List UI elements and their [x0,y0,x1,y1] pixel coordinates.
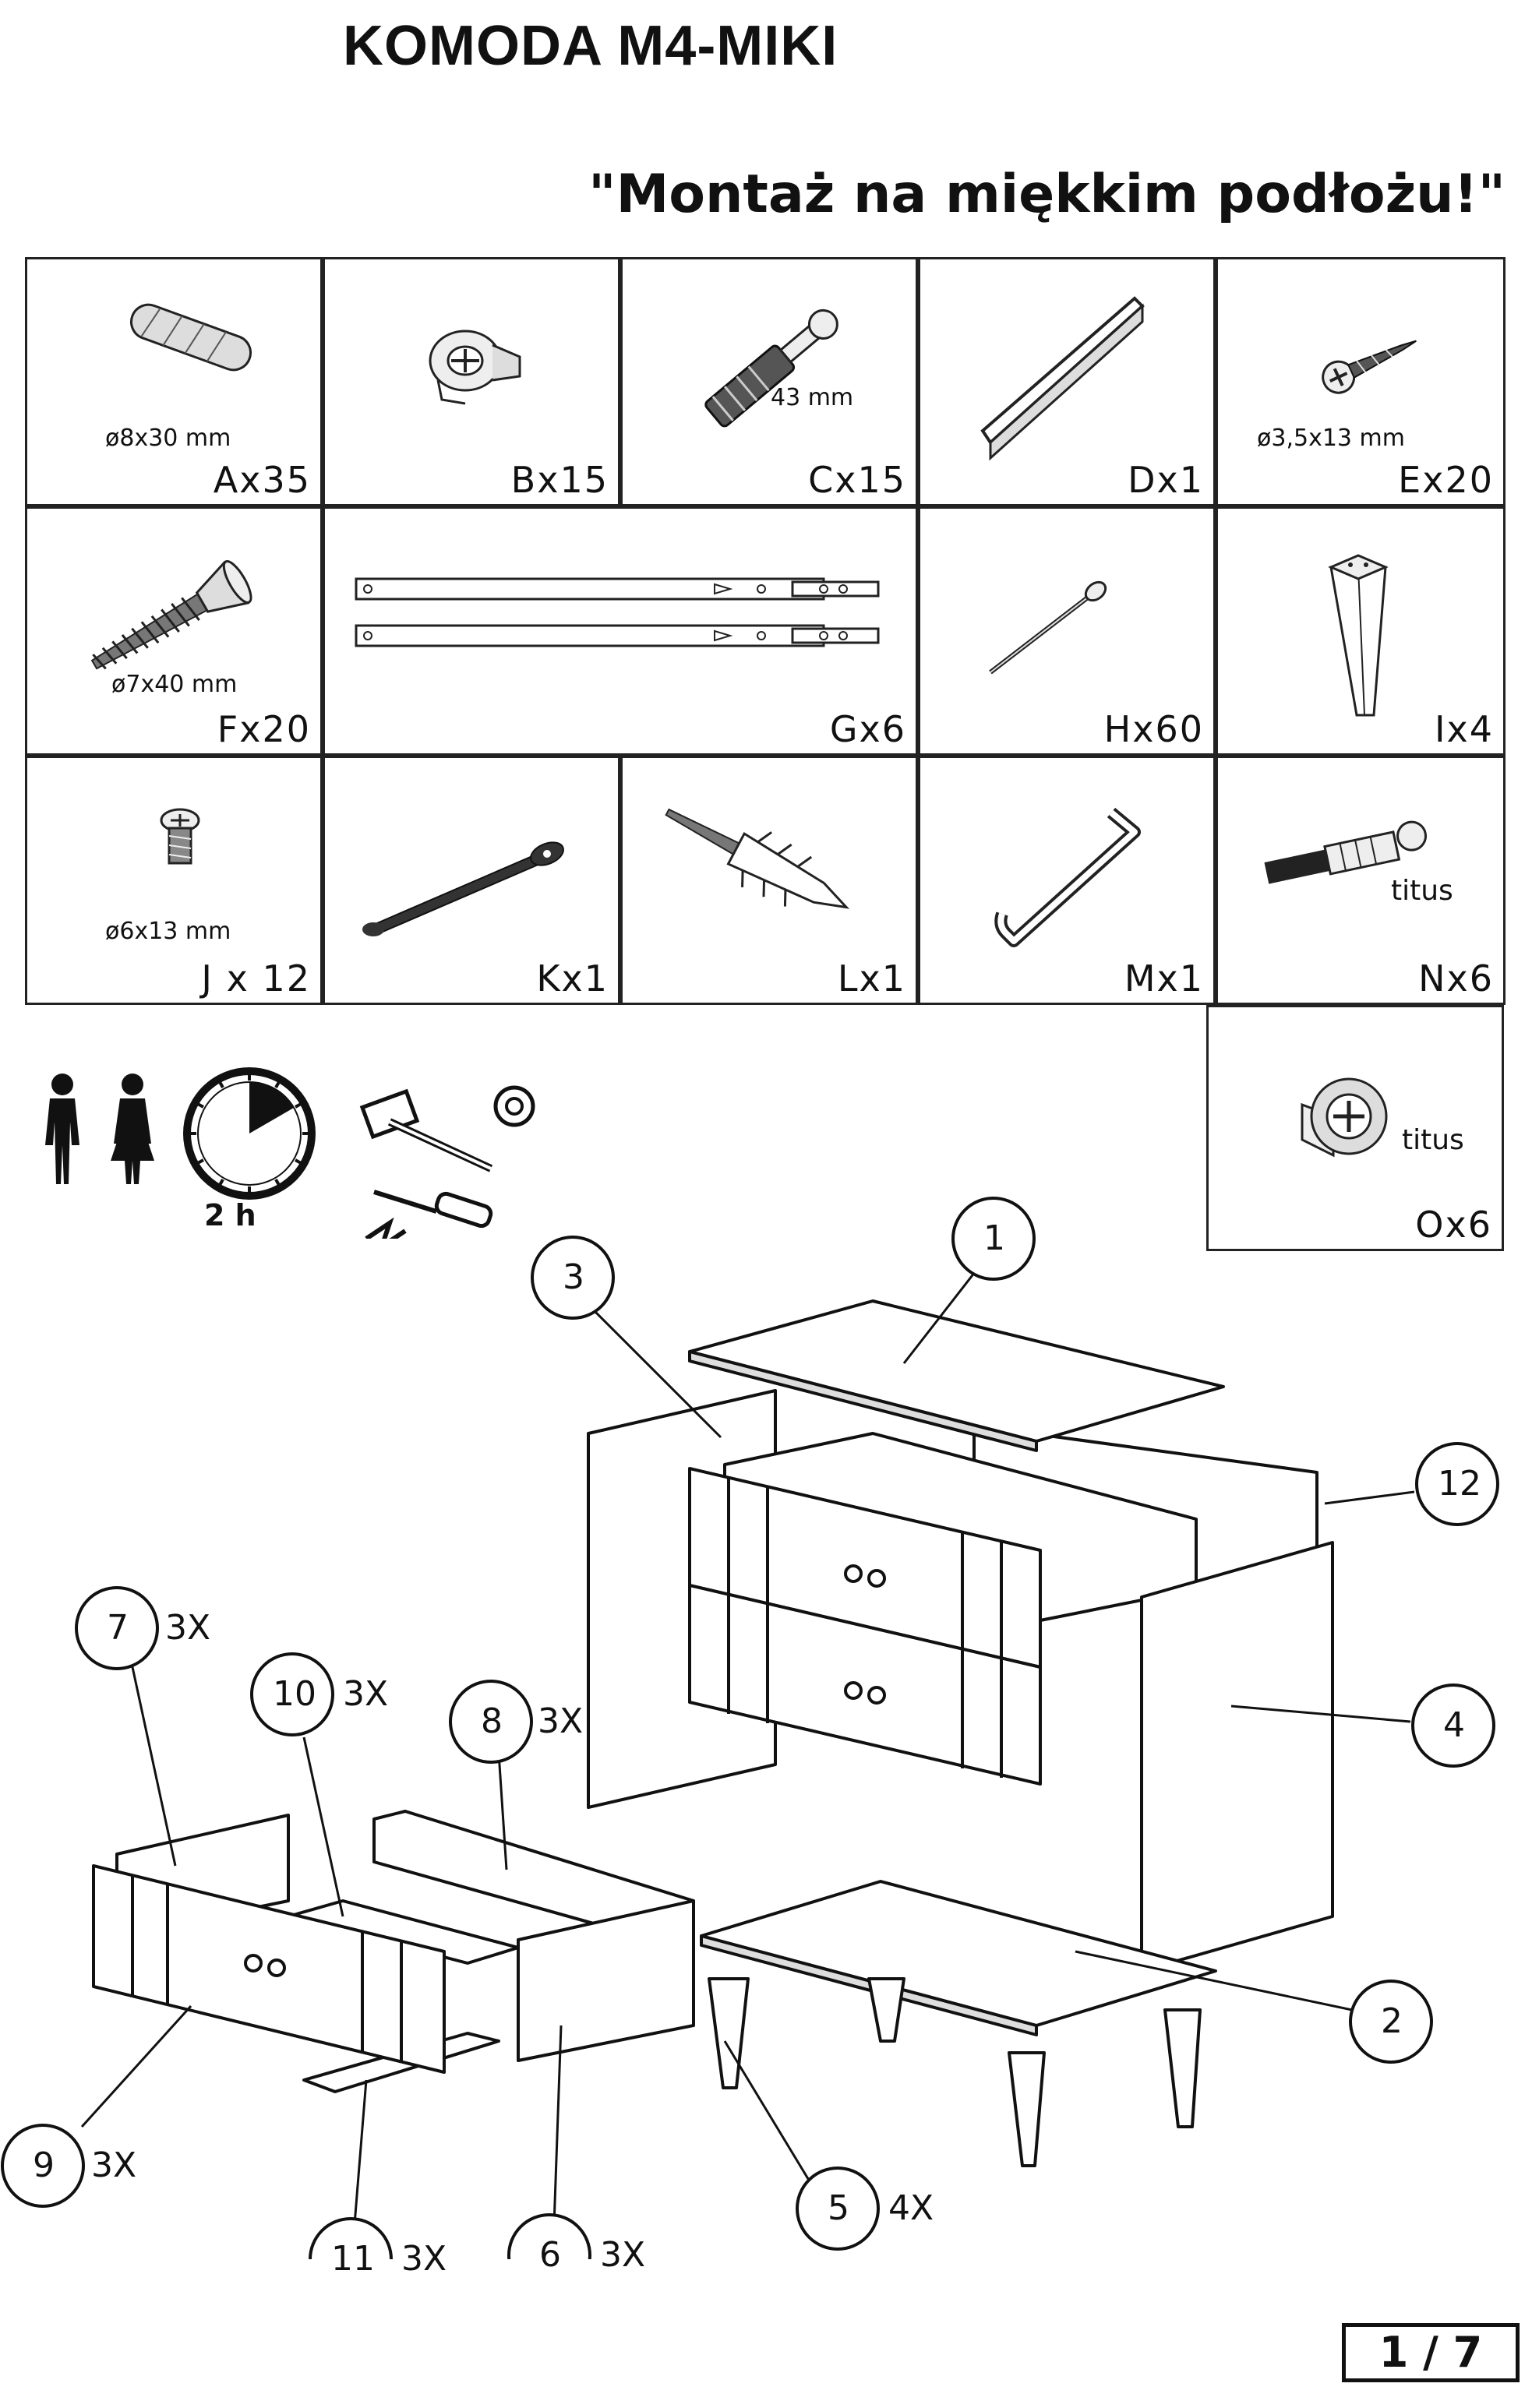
exploded-diagram [1,1197,1499,2259]
callout-qty-8: 3X [538,1701,584,1741]
cam-bolt-icon [704,308,838,428]
clock-icon [183,1067,316,1200]
callout-circle-7 [75,1586,159,1670]
callout-circle-4 [1411,1683,1495,1768]
part-cell-o: titus Ox6 [1206,1005,1504,1251]
back-strip-icon [980,296,1145,461]
part-label-k: Kx1 [536,957,609,1000]
callout-6: 6 [539,2235,561,2275]
callout-qty-7: 3X [165,1608,211,1648]
callout-circle-8 [449,1680,533,1764]
part-dim-o: titus [1402,1124,1464,1156]
short-screw-icon [160,808,200,865]
wood-screw-icon [1322,340,1417,394]
panel-4-side [1140,1541,1334,1973]
page-number: 1 / 7 [1342,2323,1520,2382]
tools-icon [359,1085,535,1239]
callout-circle-2 [1349,1980,1433,2064]
callout-12: 12 [1438,1464,1481,1504]
callout-2: 2 [1381,2001,1403,2041]
part-label-i: Ix4 [1434,708,1494,750]
part-label-c: Cx15 [808,459,906,501]
person-woman-icon [111,1074,154,1184]
callout-circle-12 [1415,1442,1499,1526]
part-cell-b: Bx15 [323,257,620,506]
callout-5: 5 [828,2188,849,2228]
wall-plug-icon [665,808,850,909]
callout-qty-11: 3X [401,2239,447,2279]
part-label-j: J x 12 [201,957,311,1000]
part-cell-c: 43 mm Cx15 [620,257,918,506]
callout-9: 9 [33,2145,55,2185]
confirmat-screw-icon [90,560,252,670]
part-cell-i: Ix4 [1216,506,1506,756]
part-cell-f: ø7x40 mm Fx20 [25,506,323,756]
callout-11: 11 [331,2239,375,2279]
part-cell-a: ø8x30 mm Ax35 [25,257,323,506]
part-dim-c: 43 mm [771,384,854,411]
callout-qty-5: 4X [888,2188,934,2228]
part-cell-d: Dx1 [918,257,1216,506]
callout-circle-3 [531,1236,615,1320]
callout-circle-10 [250,1652,334,1736]
callout-circle-1 [951,1197,1036,1281]
page-title: KOMODA M4-MIKI [343,15,838,77]
part-cell-k: Kx1 [323,756,620,1005]
callout-circle-9 [1,2124,85,2208]
part-label-o: Ox6 [1415,1204,1492,1246]
panel-6-side [517,1899,695,2062]
callout-8: 8 [481,1701,503,1741]
assembly-info-icons [45,1067,535,1239]
part-cell-l: Lx1 [620,756,918,1005]
part-label-n: Nx6 [1418,957,1494,1000]
part-label-m: Mx1 [1124,957,1204,1000]
callout-qty-9: 3X [91,2145,137,2185]
tapered-leg-icon [1328,554,1389,717]
drawer-runner-icon [355,577,880,647]
dowel-icon [129,303,252,372]
person-man-icon [45,1074,79,1184]
part-label-h: Hx60 [1103,708,1204,750]
cam-lock-icon [429,330,521,405]
part-dim-n: titus [1391,875,1453,907]
callout-4: 4 [1443,1705,1465,1745]
nail-icon [989,580,1107,675]
part-label-g: Gx6 [829,708,906,750]
part-dim-e: ø3,5x13 mm [1257,425,1405,452]
part-dim-j: ø6x13 mm [105,918,231,945]
part-cell-h: Hx60 [918,506,1216,756]
assembly-note: "Montaż na miękkim podłożu!" [588,164,1506,225]
callout-7: 7 [107,1608,129,1648]
part-dim-f: ø7x40 mm [111,671,238,698]
part-label-e: Ex20 [1398,459,1494,501]
part-label-a: Ax35 [213,459,311,501]
allen-key-icon [994,807,1141,947]
titus-bolt-icon [1264,820,1428,884]
part-label-l: Lx1 [837,957,906,1000]
part-cell-g: Gx6 [323,506,918,756]
callout-1: 1 [983,1218,1005,1258]
anti-tip-strap-icon [362,841,564,936]
callout-qty-6: 3X [600,2235,646,2275]
part-label-b: Bx15 [510,459,609,501]
callout-10: 10 [273,1674,316,1714]
part-cell-j: ø6x13 mm J x 12 [25,756,323,1005]
titus-cam-icon [1301,1077,1388,1158]
part-cell-e: ø3,5x13 mm Ex20 [1216,257,1506,506]
part-cell-n: titus Nx6 [1216,756,1506,1005]
part-label-f: Fx20 [217,708,311,750]
callout-qty-10: 3X [343,1674,389,1714]
callout-circle-6 [507,2213,591,2259]
callout-circle-11 [309,2217,393,2259]
leg-5 [708,1977,750,2089]
parts-grid: ø8x30 mm Ax35 Bx15 [25,257,1506,1005]
part-cell-m: Mx1 [918,756,1216,1005]
part-dim-a: ø8x30 mm [105,425,231,452]
assembly-time: 2 h [204,1198,256,1232]
callout-3: 3 [563,1257,584,1297]
callout-circle-5 [796,2166,880,2251]
part-label-d: Dx1 [1128,459,1204,501]
